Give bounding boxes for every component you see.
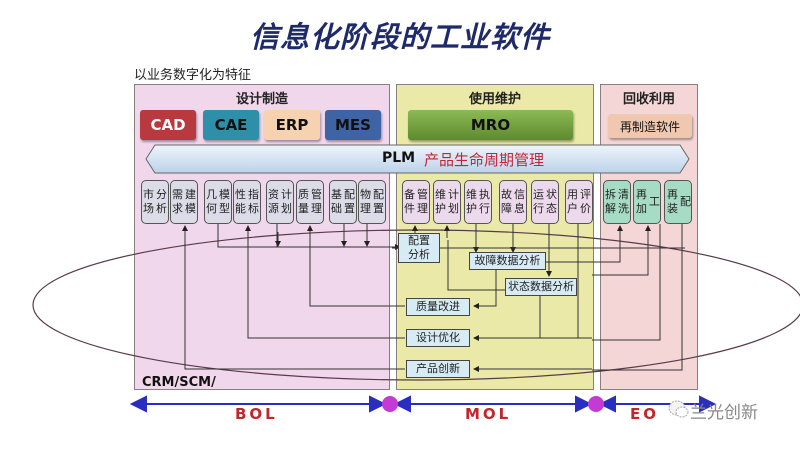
lifecycle-bol: BOL (235, 405, 278, 423)
node-reassembly: 再装配 (664, 180, 692, 224)
node-spare-parts: 备件管理 (402, 180, 430, 224)
analysis-product-innovation: 产品创新 (406, 360, 470, 378)
lifecycle-ellipse (32, 229, 800, 381)
crm-scm-label: CRM/SCM/ (142, 375, 216, 390)
page-title: 信息化阶段的工业软件 (249, 20, 550, 54)
node-geometric-model: 几何模型 (204, 180, 232, 224)
analysis-config: 配置分析 (398, 233, 440, 263)
node-market-analysis: 市场分析 (141, 180, 169, 224)
node-maintenance-execution: 维护执行 (464, 180, 492, 224)
node-disassembly-cleaning: 拆解清洗 (603, 180, 631, 224)
phase-label-use: 使用维护 (468, 92, 521, 107)
plm-label: PLM (382, 150, 416, 166)
wechat-icon (668, 400, 689, 418)
node-resource-plan: 资源计划 (266, 180, 294, 224)
lifecycle-eol: EO (630, 405, 659, 423)
node-user-evaluation: 用户评价 (565, 180, 593, 224)
plm-description: 产品生命周期管理 (424, 151, 545, 169)
analysis-status-data: 状态数据分析 (505, 278, 577, 296)
software-erp: ERP (264, 110, 320, 140)
software-remanufacture: 再制造软件 (608, 114, 692, 138)
lifecycle-timeline (129, 395, 717, 413)
node-reprocessing: 再加工 (633, 180, 661, 224)
software-mes: MES (325, 110, 381, 140)
software-cae: CAE (203, 110, 259, 140)
analysis-fault-data: 故障数据分析 (469, 252, 546, 270)
phase-label-design: 设计制造 (235, 92, 288, 107)
mol-eol-marker (588, 396, 604, 412)
watermark: 兰光创新 (690, 403, 758, 423)
plm-arrow-banner (145, 144, 690, 174)
node-maintenance-plan: 维护计划 (433, 180, 461, 224)
node-quality-management: 质量管理 (296, 180, 324, 224)
analysis-design-optimization: 设计优化 (406, 329, 470, 347)
bol-mol-marker (382, 396, 398, 412)
node-base-config: 基础配置 (329, 180, 357, 224)
analysis-quality-improvement: 质量改进 (406, 298, 470, 316)
node-physical-config: 物理配置 (358, 180, 386, 224)
node-requirement-modeling: 需求建模 (170, 180, 198, 224)
node-fault-info: 故障信息 (499, 180, 527, 224)
lifecycle-mol: MOL (465, 405, 512, 423)
node-operation-status: 运行状态 (531, 180, 559, 224)
subtitle: 以业务数字化为特征 (134, 68, 252, 83)
software-cad: CAD (140, 110, 196, 140)
node-performance-index: 性能指标 (233, 180, 261, 224)
software-mro: MRO (408, 110, 573, 140)
phase-label-recycle: 回收利用 (622, 92, 675, 107)
